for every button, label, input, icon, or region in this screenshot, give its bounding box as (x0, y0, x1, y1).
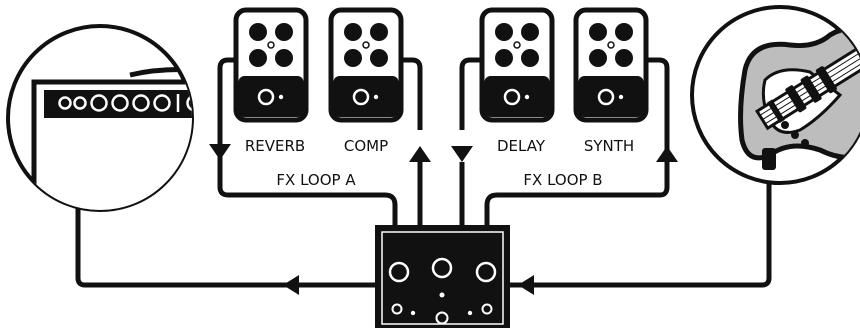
pedal-label-synth: SYNTH (584, 137, 634, 155)
amp-cable (75, 92, 375, 288)
loop-b-send-cable (459, 57, 484, 228)
pedal-comp (328, 7, 404, 123)
loop-label-b: FX LOOP B (523, 171, 602, 189)
loop-a-return-cable (398, 57, 423, 228)
pedal-delay (479, 7, 555, 123)
arrow-icon (409, 146, 431, 162)
pedal-synth (573, 7, 649, 123)
signal-arrows (209, 144, 678, 295)
amplifier-icon (6, 24, 194, 212)
pedal-label-delay: DELAY (497, 137, 546, 155)
guitar-cable (510, 165, 772, 288)
arrow-icon (451, 146, 473, 162)
arrow-icon (283, 275, 299, 295)
pedal-label-comp: COMP (344, 137, 388, 155)
loop-b-return-cable (484, 57, 670, 228)
loop-a-send-cable (217, 57, 398, 228)
cable-lines (75, 57, 772, 288)
pedal-label-reverb: REVERB (245, 137, 305, 155)
loop-label-a: FX LOOP A (276, 171, 356, 189)
switcher-icon (375, 225, 510, 328)
guitar-icon (690, 5, 860, 185)
pedal-reverb (233, 7, 309, 123)
arrow-icon (518, 275, 534, 295)
arrow-icon (656, 146, 678, 162)
arrow-icon (209, 144, 231, 160)
